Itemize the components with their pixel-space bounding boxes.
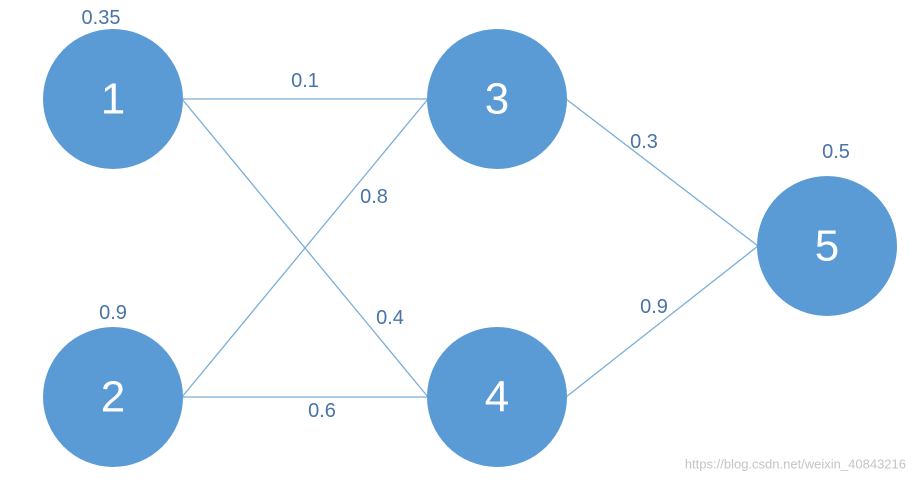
node-4 [427, 327, 567, 467]
edge-weights-group: 0.1 0.4 0.8 0.6 0.3 0.9 [291, 70, 668, 422]
edge-weight-1-3: 0.1 [291, 70, 319, 92]
edge-weight-4-5: 0.9 [640, 296, 668, 318]
node-5-label: 5 [815, 222, 839, 271]
edge-4-5 [565, 245, 759, 398]
node-4-label: 4 [485, 373, 509, 422]
node-1-value: 0.35 [82, 7, 121, 29]
node-1 [43, 29, 183, 169]
edge-2-3 [181, 98, 429, 398]
edges-group [181, 98, 759, 398]
node-5 [757, 176, 897, 316]
node-1-label: 1 [101, 75, 125, 124]
edge-3-5 [565, 98, 759, 247]
node-2-value: 0.9 [99, 302, 127, 324]
edge-weight-3-5: 0.3 [630, 131, 658, 153]
edge-weight-1-4: 0.4 [376, 307, 404, 329]
node-3-label: 3 [485, 75, 509, 124]
node-3 [427, 29, 567, 169]
node-5-value: 0.5 [822, 141, 850, 163]
node-values-group: 0.35 0.9 0.5 [82, 7, 850, 324]
edge-weight-2-3: 0.8 [360, 186, 388, 208]
node-2-label: 2 [101, 373, 125, 422]
watermark-text: https://blog.csdn.net/weixin_40843216 [685, 457, 906, 472]
nodes-group: 1 2 3 4 5 [43, 29, 897, 467]
node-2 [43, 327, 183, 467]
edge-weight-2-4: 0.6 [308, 400, 336, 422]
